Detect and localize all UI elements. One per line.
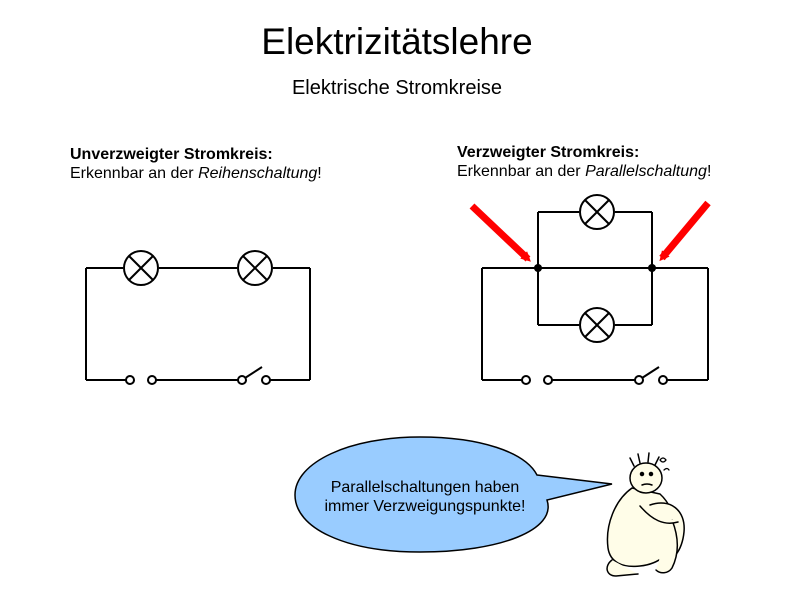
parallel-circuit-text-suffix: ! (706, 163, 712, 180)
series-power-source-icon (125, 375, 157, 385)
parallel-lamp-upper-icon (579, 194, 615, 230)
series-circuit-caption: Unverzweigter Stromkreis: Erkennbar an d… (70, 145, 322, 183)
series-circuit-heading: Unverzweigter Stromkreis: (70, 146, 273, 163)
series-circuit-text-suffix: ! (317, 165, 322, 182)
series-circuit-text-emphasis: Reihenschaltung (198, 165, 318, 182)
page-subtitle: Elektrische Stromkreise (291, 77, 503, 99)
parallel-switch-icon (634, 366, 668, 385)
speech-bubble-line-1: Parallelschaltungen haben (330, 479, 520, 496)
page-title: Elektrizitätslehre (261, 21, 533, 62)
arrow-left-icon (469, 203, 531, 262)
arrow-right-icon (659, 200, 711, 262)
series-lamp-1-icon (123, 250, 159, 286)
speech-bubble (294, 436, 613, 553)
parallel-lamp-lower-icon (579, 307, 615, 343)
speech-bubble-line-2: immer Verzweigungspunkte! (324, 498, 526, 515)
parallel-circuit-text-prefix: Erkennbar an der (457, 163, 586, 180)
speech-bubble-text: Parallelschaltungen haben immer Verzweig… (300, 478, 550, 516)
parallel-power-source-icon (521, 375, 553, 385)
parallel-circuit-caption: Verzweigter Stromkreis: Erkennbar an der… (457, 143, 711, 181)
parallel-circuit-heading: Verzweigter Stromkreis: (457, 144, 640, 161)
series-circuit (85, 267, 311, 381)
series-lamp-2-icon (237, 250, 273, 286)
thinking-person-icon (606, 452, 685, 577)
parallel-circuit-text-emphasis: Parallelschaltung (585, 163, 707, 180)
thought-scribble-icon (659, 457, 670, 471)
junction-point-left (534, 264, 542, 272)
series-circuit-text-prefix: Erkennbar an der (70, 165, 199, 182)
series-switch-icon (237, 366, 271, 385)
junction-point-right (648, 264, 656, 272)
parallel-circuit (481, 211, 709, 381)
